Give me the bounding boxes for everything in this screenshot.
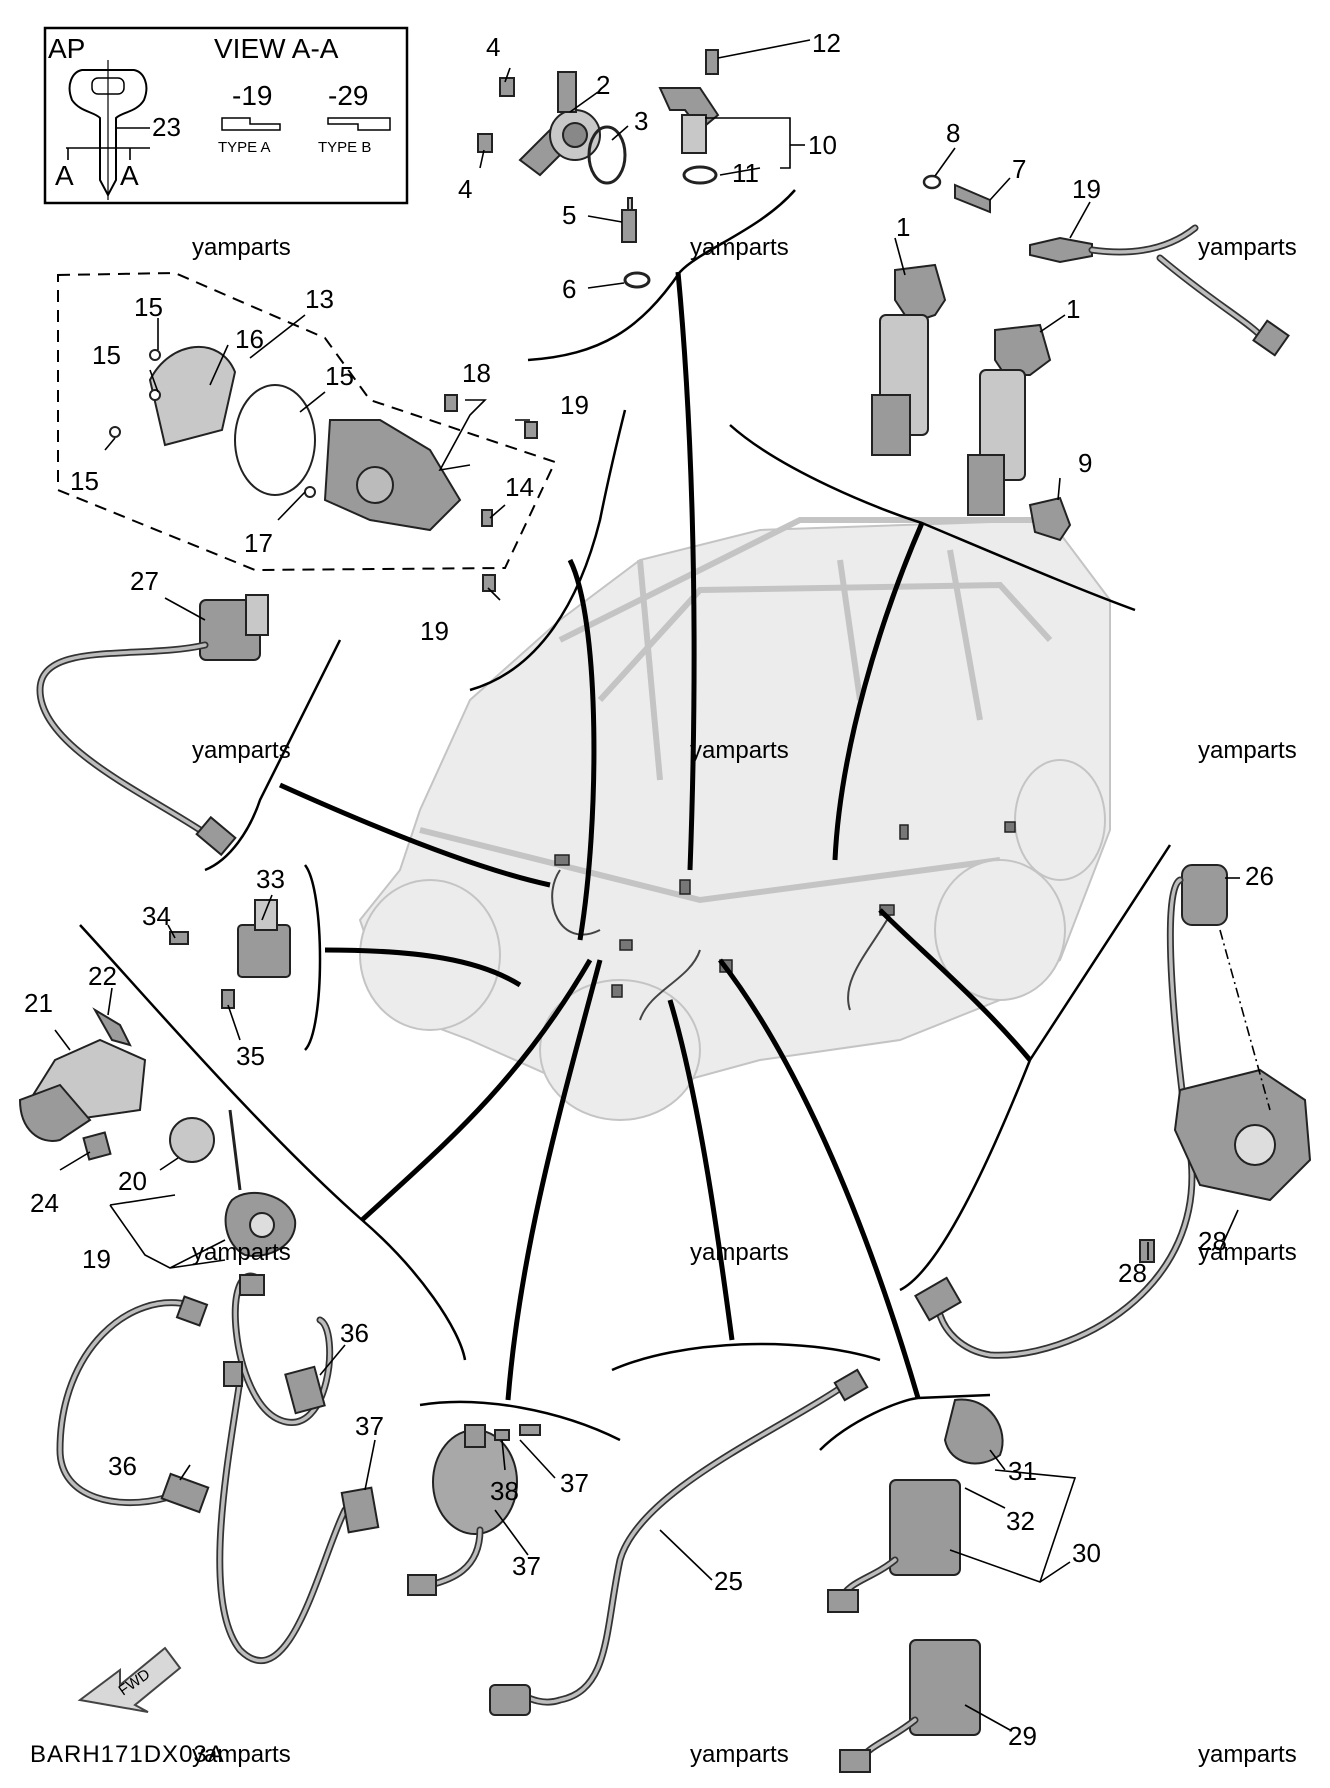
callout-18: 17 [244, 528, 273, 558]
callout-14: 14 [505, 472, 534, 502]
callout-39: 37 [560, 1468, 589, 1498]
watermark: yamparts [1198, 234, 1297, 261]
callout-4b: 4 [458, 174, 472, 204]
callout-31: 29 [1008, 1721, 1037, 1751]
callout-leader-lines [54, 39, 1240, 1731]
part-28-29-30-sensor-right [914, 864, 1312, 1359]
fwd-arrow-icon: FWD [77, 1646, 182, 1713]
variant-suffix-19: -19 [232, 80, 272, 111]
callout-32: 30 [1072, 1538, 1101, 1568]
section-marker-left: A [55, 160, 74, 191]
callout-19c: 19 [420, 616, 449, 646]
callout-1a: 1 [896, 212, 910, 242]
callout-37a: 36 [340, 1318, 369, 1348]
callout-13: 13 [305, 284, 334, 314]
variant-type-b: TYPE B [318, 139, 371, 156]
callout-25: 22 [88, 961, 117, 991]
callout-11: 11 [732, 158, 759, 188]
callout-34: 32 [1006, 1506, 1035, 1536]
callout-1b: 1 [1066, 294, 1080, 324]
callout-7: 7 [1012, 154, 1026, 184]
callout-38: 37 [512, 1551, 541, 1581]
callout-37c: 37 [355, 1411, 384, 1441]
part-27-sensor-cable [489, 1368, 869, 1716]
callout-12: 12 [812, 28, 841, 58]
callout-19a: 18 [462, 358, 491, 388]
watermark: yamparts [192, 1239, 291, 1266]
part-1-ignition-coils [871, 263, 1052, 516]
part-group-10-11-12 [658, 49, 720, 185]
callout-9: 9 [1078, 448, 1092, 478]
watermark: yamparts [192, 737, 291, 764]
callout-15a: 15 [134, 292, 163, 322]
callout-15c: 15 [70, 466, 99, 496]
callout-20: 19 [1072, 174, 1101, 204]
watermark: yamparts [690, 737, 789, 764]
harness-leader-lines [278, 271, 1032, 1401]
watermark: yamparts [690, 1741, 789, 1768]
callout-15b: 15 [92, 340, 121, 370]
part-38-buzzer [407, 1424, 541, 1596]
callout-36b: 35 [236, 1041, 265, 1071]
vehicle-harness-parts [554, 821, 1016, 998]
callout-33: 31 [1008, 1456, 1037, 1486]
part-9-sender [1028, 496, 1072, 542]
callout-numbers: 1 1 2 3 4 4 5 6 7 8 9 10 11 12 13 14 15 … [24, 28, 1274, 1751]
watermark: yamparts [192, 234, 291, 261]
vehicle-silhouette [358, 517, 1111, 1121]
watermark: yamparts [1198, 737, 1297, 764]
callout-4a: 4 [486, 32, 500, 62]
watermark: yamparts [690, 1239, 789, 1266]
section-marker-right: A [120, 160, 139, 191]
part-20-sensor [1029, 224, 1290, 357]
key-variant-inset: AP VIEW A-A 23 A A -19 -29 TYPE A TYPE B [43, 26, 409, 205]
callout-37b: 36 [108, 1451, 137, 1481]
watermark: yamparts [1198, 1239, 1297, 1266]
inset-title-left: AP [48, 33, 85, 64]
assembly-13-dashed-box [57, 271, 557, 592]
group-brackets [79, 189, 1172, 1451]
callout-24: 21 [24, 988, 53, 1018]
callout-3: 3 [634, 106, 648, 136]
callout-30: 28 [1118, 1258, 1147, 1288]
callout-29: 28 [1198, 1226, 1227, 1256]
part-37-harness [56, 1272, 380, 1664]
callout-40: 38 [490, 1476, 519, 1506]
callout-28-right: 26 [1245, 861, 1274, 891]
key-icon [68, 60, 148, 200]
callout-22: 20 [118, 1166, 147, 1196]
callout-6: 6 [562, 274, 576, 304]
inset-title-right: VIEW A-A [214, 33, 339, 64]
part-35-relay [169, 899, 291, 1009]
callout-17: 16 [235, 324, 264, 354]
callout-21: 19 [82, 1244, 111, 1274]
watermark: yamparts [1198, 1741, 1297, 1768]
callout-16: 15 [325, 361, 354, 391]
part-28-sensor-left [36, 594, 269, 857]
variant-suffix-29: -29 [328, 80, 368, 111]
watermark: yamparts [192, 1741, 291, 1768]
callout-5: 5 [562, 200, 576, 230]
part-group-2-3-4 [477, 71, 627, 185]
part-group-7-8 [922, 174, 991, 214]
callout-2: 2 [596, 70, 610, 100]
callout-10: 10 [808, 130, 837, 160]
watermark: yamparts [690, 234, 789, 261]
part-24-switch [18, 1007, 297, 1269]
watermarks: yamparts yamparts yamparts yamparts yamp… [192, 234, 1297, 1768]
callout-23: 23 [152, 112, 181, 142]
callout-35: 33 [256, 864, 285, 894]
callout-27: 25 [714, 1566, 743, 1596]
callout-8: 8 [946, 118, 960, 148]
callout-19b: 19 [560, 390, 589, 420]
part-group-5-6 [621, 197, 651, 289]
callout-36a: 34 [142, 901, 171, 931]
variant-type-a: TYPE A [218, 139, 271, 156]
callout-26: 24 [30, 1188, 59, 1218]
part-31-34-relays [827, 1398, 1004, 1773]
diagram-code: BARH171DX03A [30, 1741, 225, 1768]
callout-28-left: 27 [130, 566, 159, 596]
